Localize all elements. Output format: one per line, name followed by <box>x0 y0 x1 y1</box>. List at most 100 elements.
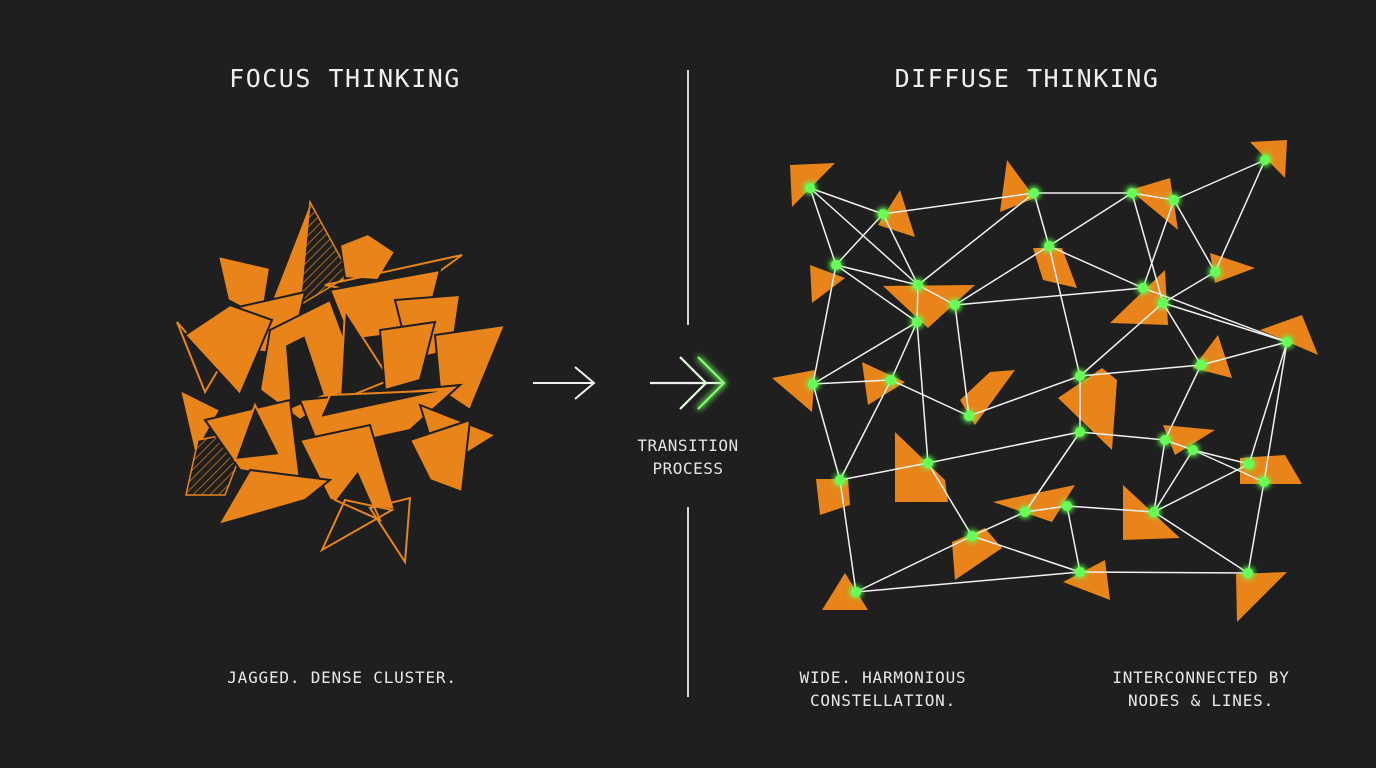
glowing-node <box>1029 188 1039 198</box>
constellation-line <box>1033 192 1050 247</box>
glowing-node <box>1259 477 1269 487</box>
glowing-node <box>1020 507 1030 517</box>
constellation-line <box>1079 364 1202 377</box>
constellation-line <box>1192 449 1265 483</box>
glowing-node <box>886 375 896 385</box>
constellation-line <box>1079 302 1164 377</box>
constellation-line <box>968 375 1081 417</box>
constellation-line <box>890 321 918 381</box>
glowing-node <box>923 458 933 468</box>
constellation-line <box>971 511 1026 537</box>
constellation-line <box>916 321 929 464</box>
constellation-line <box>1048 192 1133 247</box>
constellation-line <box>927 462 973 537</box>
glowing-node <box>1243 568 1253 578</box>
glowing-node <box>1062 501 1072 511</box>
constellation-line <box>1142 287 1288 343</box>
constellation-line <box>835 213 884 266</box>
glowing-node <box>1044 241 1054 251</box>
glowing-node <box>1260 155 1270 165</box>
constellation-line <box>839 462 929 481</box>
center-divider-bottom <box>687 507 689 697</box>
constellation-line <box>927 431 1081 464</box>
constellation-line <box>890 379 970 417</box>
glowing-node <box>913 280 923 290</box>
glowing-node <box>1138 283 1148 293</box>
constellation-line <box>1131 192 1175 201</box>
constellation-line <box>1173 199 1216 273</box>
glowing-node <box>1158 298 1168 308</box>
arrow-right-icon <box>533 366 596 400</box>
constellation-line <box>882 213 919 286</box>
constellation-line <box>1164 364 1202 441</box>
constellation-line <box>1066 505 1155 513</box>
constellation-line <box>916 284 919 323</box>
constellation-line <box>917 192 1035 286</box>
glowing-node <box>1075 371 1085 381</box>
constellation-shapes <box>772 140 1318 622</box>
constellation-line <box>1214 159 1266 273</box>
constellation-line <box>954 304 970 417</box>
constellation-line <box>954 245 1050 306</box>
glowing-node <box>964 411 974 421</box>
glowing-node <box>912 317 922 327</box>
constellation-lines <box>809 159 1288 593</box>
constellation-line <box>1142 199 1175 289</box>
glowing-node <box>1149 507 1159 517</box>
glowing-node <box>1244 459 1254 469</box>
constellation-line <box>1079 431 1166 441</box>
constellation-line <box>1024 505 1068 513</box>
constellation-line <box>812 321 918 385</box>
constellation-line <box>1079 571 1249 574</box>
focus-caption: JAGGED. DENSE CLUSTER. <box>227 668 457 687</box>
double-chevron-arrow-icon <box>650 356 726 410</box>
diffuse-thinking-title: DIFFUSE THINKING <box>894 64 1160 93</box>
constellation-line <box>835 264 918 323</box>
constellation-line <box>812 264 837 385</box>
glowing-node <box>1188 445 1198 455</box>
constellation-line <box>1247 481 1265 574</box>
constellation-line <box>1048 245 1081 377</box>
constellation-line <box>917 284 956 306</box>
constellation-line <box>855 535 973 593</box>
constellation-line <box>1162 302 1288 343</box>
constellation-line <box>882 192 1035 215</box>
diffuse-caption-right: INTERCONNECTED BY NODES & LINES. <box>1112 668 1290 710</box>
glowing-node <box>1169 195 1179 205</box>
jagged-cluster <box>176 199 507 566</box>
glowing-node <box>1196 360 1206 370</box>
constellation-line <box>1162 302 1202 366</box>
constellation-line <box>954 287 1144 306</box>
glowing-node <box>805 183 815 193</box>
constellation-line <box>809 187 837 266</box>
constellation-line <box>1153 439 1166 513</box>
constellation-line <box>835 264 919 286</box>
constellation-line <box>1153 449 1194 513</box>
glowing-node <box>1160 435 1170 445</box>
glowing-node <box>967 531 977 541</box>
glowing-node <box>851 587 861 597</box>
constellation-line <box>809 187 919 286</box>
diffuse-caption-left: WIDE. HARMONIOUS CONSTELLATION. <box>799 668 967 710</box>
glowing-node <box>835 475 845 485</box>
constellation-line <box>971 535 1081 573</box>
constellation-line <box>1153 511 1249 574</box>
glowing-node <box>1127 188 1137 198</box>
constellation-line <box>855 571 1081 593</box>
constellation-line <box>1153 463 1250 513</box>
constellation-line <box>1200 341 1288 366</box>
constellation-line <box>1162 271 1216 304</box>
constellation-line <box>1192 449 1250 465</box>
center-divider-top <box>687 70 689 325</box>
glowing-node <box>831 260 841 270</box>
focus-thinking-title: FOCUS THINKING <box>229 64 461 93</box>
constellation-line <box>1248 341 1288 465</box>
constellation-line <box>1263 341 1288 483</box>
glowing-node <box>1075 567 1085 577</box>
constellation-line <box>809 187 884 215</box>
constellation-line <box>812 379 892 385</box>
glowing-node <box>878 209 888 219</box>
glowing-node <box>1282 337 1292 347</box>
constellation-line <box>1131 192 1164 304</box>
